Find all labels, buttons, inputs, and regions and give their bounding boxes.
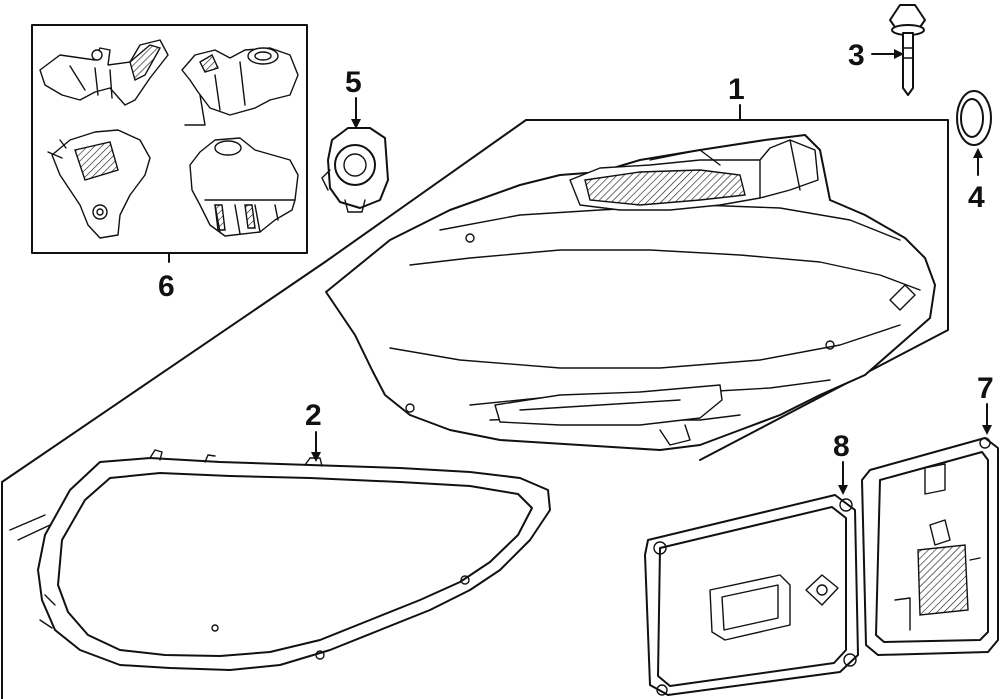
callout-8: 8	[833, 430, 850, 463]
part-6-connector-b[interactable]	[181, 47, 299, 126]
callout-1: 1	[728, 73, 745, 106]
leader-3	[871, 49, 904, 59]
leader-4	[973, 148, 983, 176]
callout-5: 5	[345, 66, 362, 99]
leader-7	[982, 403, 992, 435]
part-7-module-housing[interactable]	[861, 437, 999, 656]
part-5-bulb-socket[interactable]	[321, 127, 389, 213]
callout-4: 4	[968, 181, 985, 214]
callout-3: 3	[848, 39, 865, 72]
part-4-seal-ring[interactable]	[956, 90, 992, 146]
leader-8	[838, 461, 848, 495]
part-2-headlamp-lens[interactable]	[9, 449, 551, 671]
part-6-connector-c[interactable]	[47, 129, 151, 239]
callout-7: 7	[977, 372, 994, 405]
part-6-connector-d[interactable]	[189, 137, 299, 237]
part-6-connector-a[interactable]	[39, 39, 169, 106]
part-8-control-module[interactable]	[644, 494, 859, 696]
callout-2: 2	[305, 399, 322, 432]
leader-5	[351, 97, 361, 129]
leader-2	[311, 431, 321, 462]
callout-6: 6	[158, 270, 175, 303]
part-1-headlamp-assembly[interactable]	[325, 134, 936, 451]
part-3-bolt[interactable]	[889, 4, 926, 96]
assembly-frame-lower	[1, 261, 326, 699]
